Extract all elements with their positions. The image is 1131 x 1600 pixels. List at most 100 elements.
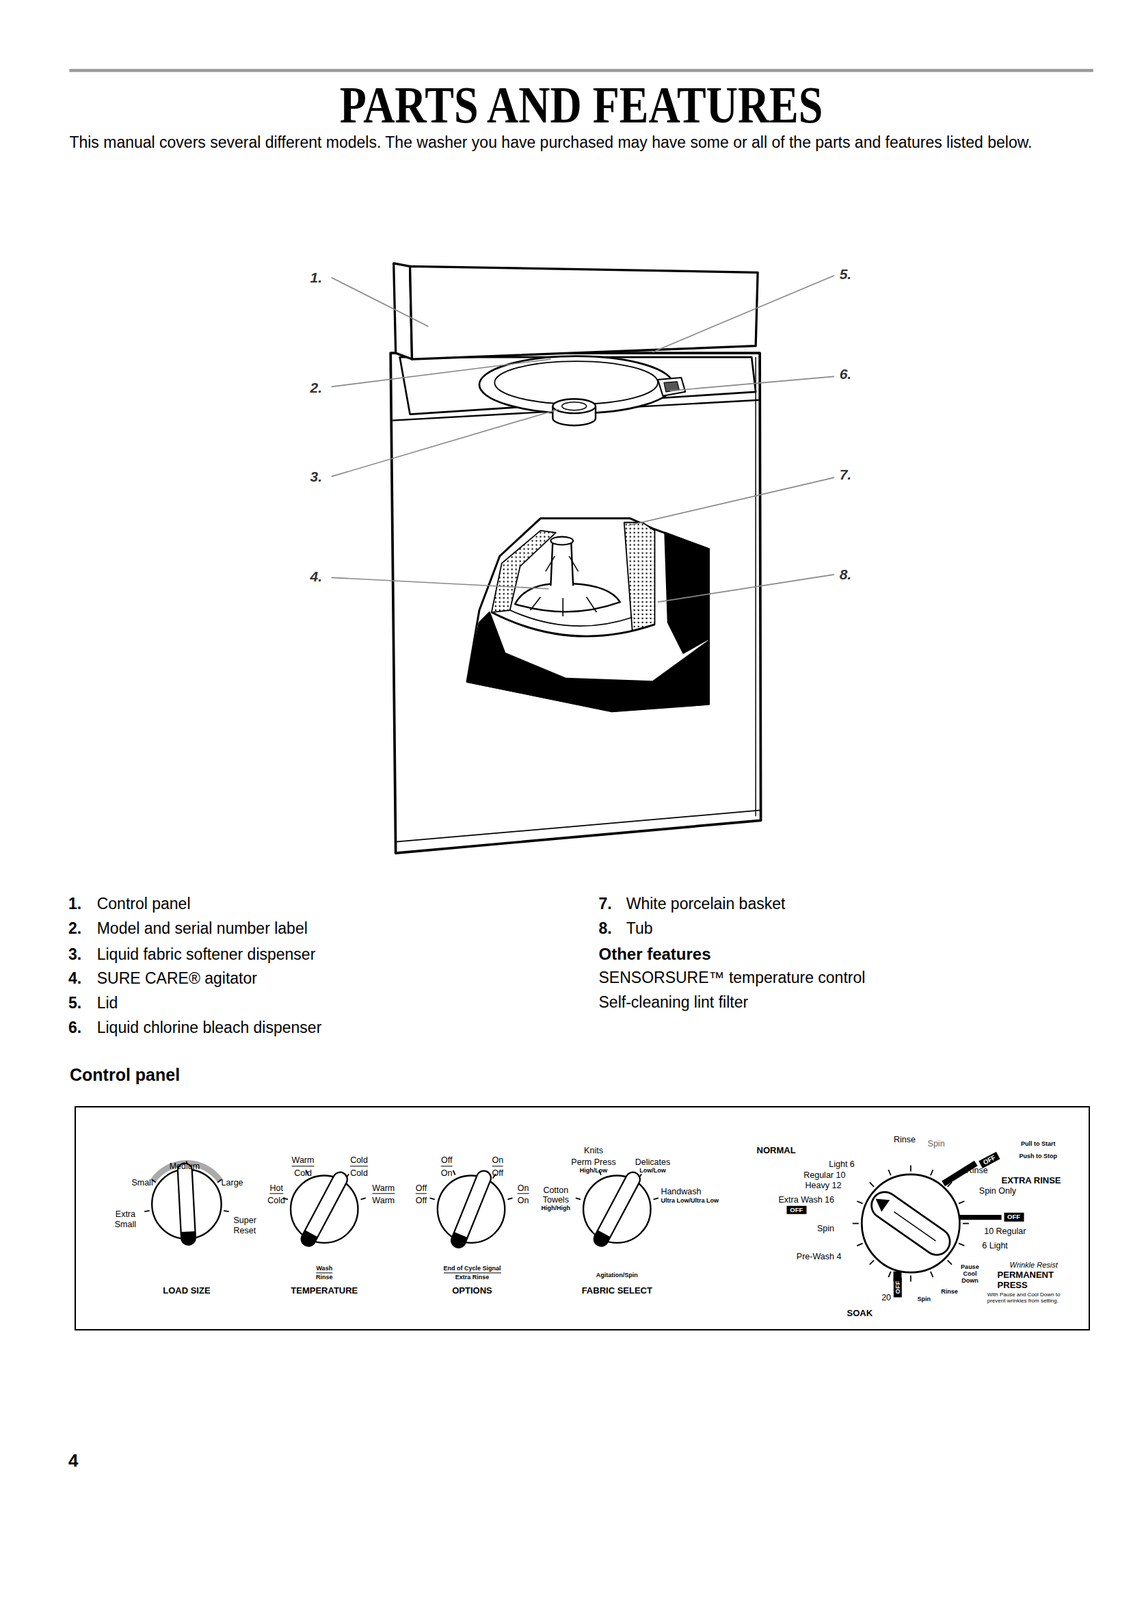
part-name: Liquid fabric softener dispenser [97, 944, 316, 963]
off-tag: OFF [786, 1205, 807, 1214]
washer-illustration [395, 809, 762, 842]
top-rule [69, 69, 1093, 72]
leader-lines [653, 275, 835, 353]
off-tag: OFF [893, 1277, 902, 1298]
knob-setting: Off [415, 1195, 427, 1205]
knob-setting: Extra Small [110, 1208, 140, 1229]
callout-number: 3. [310, 467, 323, 485]
knob-setting: Pre-Wash 4 [796, 1251, 842, 1261]
knob-setting: Delicates [635, 1156, 671, 1167]
cycle-dial [856, 1200, 863, 1203]
list-number: 6. [68, 1018, 82, 1036]
knob-setting: On [517, 1182, 530, 1194]
fabric-select-knob [575, 1169, 659, 1248]
part-name: Lid [97, 993, 119, 1012]
callout-number: 6. [839, 365, 853, 383]
washer-illustration [550, 536, 574, 545]
page-number: 4 [68, 1450, 78, 1471]
cycle-note: With Pause and Cool Down to prevent wrin… [987, 1291, 1071, 1304]
list-number: 5. [68, 993, 82, 1012]
leader-lines [628, 477, 835, 526]
knob-setting: Off [415, 1182, 427, 1194]
cycle-dial [958, 1200, 965, 1203]
knob-setting: Light 6 [828, 1159, 855, 1169]
knob-setting: Rinse [966, 1165, 989, 1175]
washer-illustration [552, 398, 596, 414]
knob-setting: 20 [881, 1292, 891, 1302]
washer-illustration [530, 596, 597, 617]
knob-setting: 6 Light [981, 1240, 1008, 1250]
callout-number: 8. [839, 566, 853, 583]
knob-setting: On [441, 1167, 453, 1178]
washer-illustration [624, 522, 656, 631]
part-name: SURE CARE® agitator [97, 968, 258, 987]
list-number: 7. [599, 894, 612, 913]
options-knob [430, 1167, 513, 1249]
knob-setting: Spin [817, 1223, 835, 1233]
cycle-dial [869, 1181, 874, 1186]
knob-setting: Large [221, 1176, 244, 1187]
knob-subtext: Agitation/Spin [596, 1271, 638, 1279]
knob-name: TEMPERATURE [290, 1284, 358, 1296]
leader-lines [331, 577, 550, 589]
washer-illustration [467, 518, 709, 712]
knob-setting: Small [131, 1176, 153, 1187]
knob-setting: Perm Press [570, 1156, 616, 1167]
knob-name: FABRIC SELECT [581, 1284, 653, 1296]
washer-illustration [562, 402, 587, 411]
cycle-dial [910, 1165, 911, 1172]
options-knob [449, 1167, 494, 1249]
knob-subtext: Ultra Low/Ultra Low [660, 1196, 719, 1204]
knob-setting: Cotton Towels [540, 1184, 571, 1205]
knob-setting: Extra Wash 16 [778, 1194, 835, 1205]
list-number: 1. [68, 894, 82, 913]
knob-subtext: Extra Rinse [455, 1273, 490, 1281]
cycle-dial [871, 1192, 891, 1212]
knob-setting: Warm [371, 1182, 395, 1194]
part-name: White porcelain basket [626, 894, 786, 913]
knob-subtext: Low/Low [639, 1166, 667, 1174]
knob-setting: Cold [350, 1155, 368, 1166]
load-size-knob [144, 1161, 229, 1246]
cycle-dial [861, 1174, 960, 1272]
knob-subtext: Wash [315, 1265, 333, 1273]
load-size-knob [144, 1210, 150, 1212]
knob-setting: Spin Only [979, 1185, 1017, 1195]
knob-setting: Off [492, 1167, 504, 1178]
knob-name: NORMAL [756, 1145, 796, 1156]
intro-text: This manual covers several different mod… [69, 133, 1071, 152]
cycle-dial [962, 1222, 969, 1224]
knob-setting: Cold [267, 1195, 286, 1205]
cycle-dial [866, 1186, 956, 1260]
knob-setting: Spin [927, 1138, 946, 1149]
knob-subtext: Spin [916, 1294, 931, 1302]
knob-setting: Super Reset [233, 1215, 265, 1235]
washer-illustration [545, 555, 579, 571]
callout-number: 1. [310, 269, 323, 286]
cycle-dial [866, 1186, 956, 1260]
cycle-dial [947, 1181, 952, 1186]
washer-illustration [510, 609, 633, 626]
cycle-dial [852, 1222, 859, 1224]
leader-lines [331, 277, 429, 327]
washer-illustration [390, 352, 761, 853]
cycle-dial [930, 1271, 933, 1277]
knob-subtext: Rinse [940, 1287, 958, 1295]
load-size-knob [223, 1210, 229, 1212]
options-knob [453, 1169, 456, 1175]
knob-name: OPTIONS [451, 1284, 493, 1296]
washer-illustration [494, 361, 658, 405]
cycle-dial [888, 1271, 891, 1277]
cycle-dial [869, 1259, 874, 1264]
knob-subtext: End of Cycle Signal [443, 1265, 501, 1273]
cycle-dial-marks [959, 1214, 1002, 1220]
knob-setting: 10 Regular [983, 1226, 1026, 1236]
part-name: Control panel [97, 894, 191, 913]
options-knob [507, 1197, 513, 1199]
knob-subtext: Pull to Start [1020, 1139, 1056, 1147]
cycle-dial [888, 1169, 891, 1175]
part-name: Tub [626, 919, 654, 937]
off-tag: OFF [1003, 1212, 1024, 1221]
